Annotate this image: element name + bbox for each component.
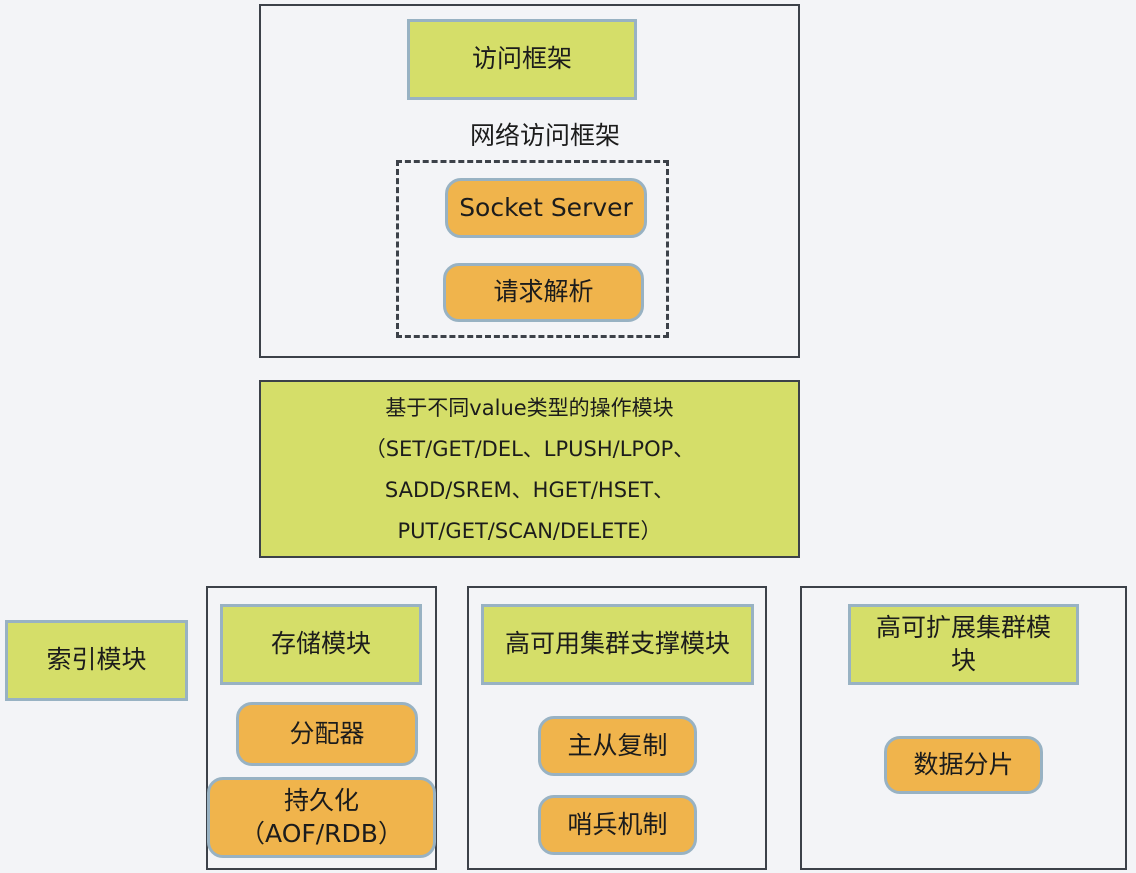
socket-server-node: Socket Server: [445, 178, 647, 238]
request-parse-node: 请求解析: [443, 263, 644, 322]
scale-title-line-2: 块: [950, 645, 976, 675]
ha-cluster-title: 高可用集群支撑模块: [481, 604, 754, 685]
ops-line-2: （SET/GET/DEL、LPUSH/LPOP、: [364, 436, 695, 461]
persistence-node: 持久化 （AOF/RDB）: [207, 777, 436, 858]
scale-title-line-1: 高可扩展集群模: [875, 613, 1051, 642]
access-framework-title: 访问框架: [407, 19, 637, 100]
ops-line-4: PUT/GET/SCAN/DELETE）: [397, 518, 662, 543]
scale-cluster-title: 高可扩展集群模 块: [848, 604, 1079, 685]
persistence-line-1: 持久化: [283, 786, 359, 815]
value-operations-module: 基于不同value类型的操作模块 （SET/GET/DEL、LPUSH/LPOP…: [259, 380, 800, 558]
sentinel-node: 哨兵机制: [538, 795, 697, 855]
allocator-node: 分配器: [236, 702, 418, 766]
network-access-label: 网络访问框架: [469, 121, 620, 150]
ops-line-3: SADD/SREM、HGET/HSET、: [384, 477, 675, 502]
sharding-node: 数据分片: [884, 736, 1043, 794]
storage-module-title: 存储模块: [220, 604, 422, 685]
network-access-group: [396, 160, 669, 338]
replication-node: 主从复制: [538, 716, 697, 776]
ops-line-1: 基于不同value类型的操作模块: [385, 395, 674, 420]
persistence-line-2: （AOF/RDB）: [240, 818, 403, 848]
index-module: 索引模块: [5, 620, 188, 701]
